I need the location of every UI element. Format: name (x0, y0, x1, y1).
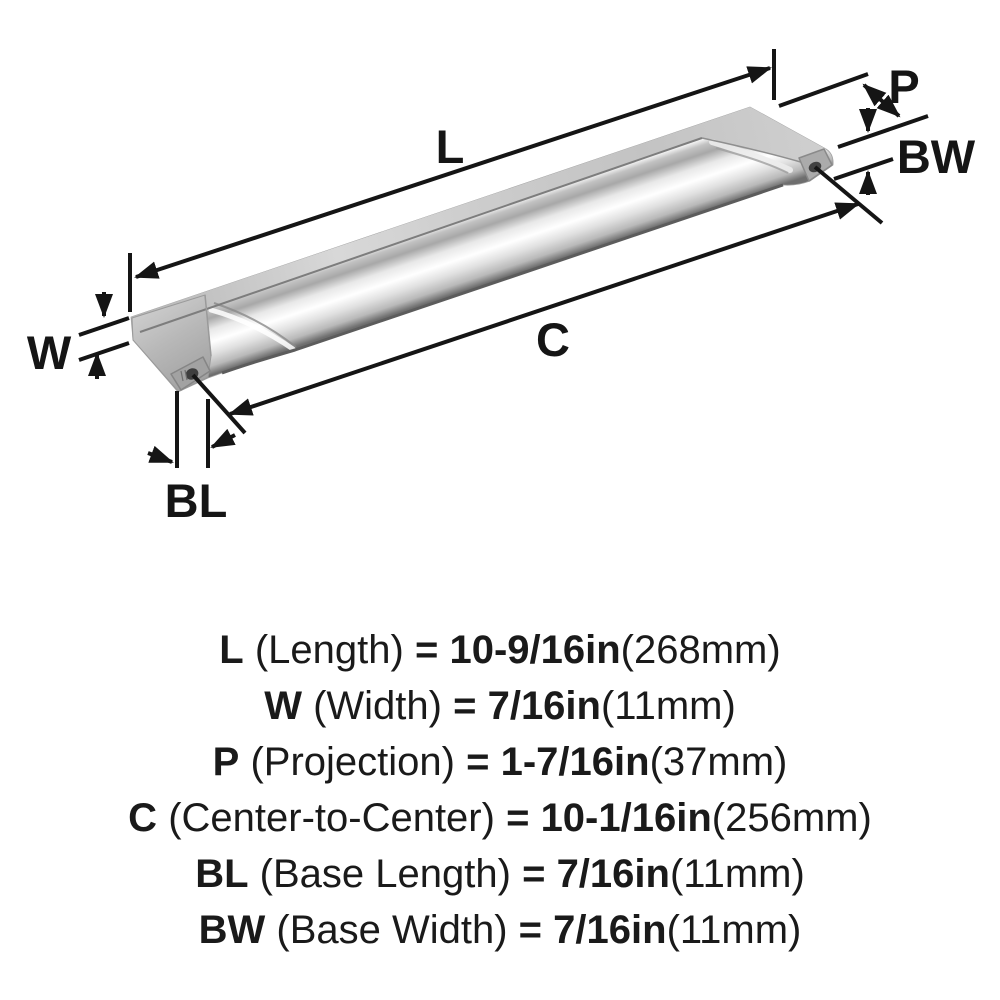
label-L: L (436, 120, 465, 173)
W-tick-upper (78, 316, 130, 337)
BW-line-lower (833, 157, 894, 181)
W-tick-lower (78, 341, 130, 362)
C-leader-right (813, 165, 884, 225)
spec-row-width: W (Width) = 7/16in(11mm) (0, 678, 1000, 734)
spec-equals: = (518, 908, 543, 952)
spec-value: 7/16in (556, 852, 670, 896)
spec-abbr: BW (198, 908, 266, 952)
spec-value: 10-9/16in (449, 628, 621, 672)
spec-row-center-to-center: C (Center-to-Center) = 10-1/16in(256mm) (0, 790, 1000, 846)
left-foot-right-edge (204, 294, 212, 357)
spec-value: 1-7/16in (500, 740, 650, 784)
spec-name: (Base Length) (259, 852, 511, 896)
spec-row-projection: P (Projection) = 1-7/16in(37mm) (0, 734, 1000, 790)
spec-equals: = (506, 796, 530, 840)
BW-line-upper (837, 114, 929, 149)
spec-name: (Width) (313, 684, 442, 728)
spec-abbr: W (264, 684, 302, 728)
label-P: P (888, 60, 919, 113)
spec-metric: (256mm) (711, 796, 872, 840)
spec-abbr: C (128, 796, 158, 840)
spec-equals: = (453, 684, 477, 728)
spec-name: (Center-to-Center) (168, 796, 495, 840)
spec-abbr: P (212, 740, 240, 784)
spec-value: 7/16in (487, 684, 601, 728)
spec-equals: = (522, 852, 546, 896)
spec-row-base-length: BL (Base Length) = 7/16in(11mm) (0, 846, 1000, 902)
C-leader-left (191, 373, 247, 435)
spec-value: 7/16in (553, 908, 667, 952)
spec-name: (Projection) (250, 740, 455, 784)
spec-metric: (11mm) (600, 684, 736, 728)
spec-equals: = (414, 628, 439, 672)
label-W: W (27, 326, 72, 379)
spec-name: (Base Width) (276, 908, 508, 952)
label-BL: BL (165, 474, 228, 527)
spec-metric: (268mm) (620, 628, 781, 672)
spec-value: 10-1/16in (540, 796, 712, 840)
spec-abbr: L (219, 628, 244, 672)
P-extension-line (778, 72, 869, 108)
spec-metric: (11mm) (669, 852, 805, 896)
C-dimension-line (228, 202, 860, 416)
P-dimension-arrow (862, 83, 901, 118)
BL-arrow-left (210, 428, 236, 449)
spec-metric: (11mm) (666, 908, 802, 952)
label-C: C (536, 313, 570, 366)
dimension-spec-list: L (Length) = 10-9/16in(268mm) W (Width) … (0, 622, 1000, 958)
spec-metric: (37mm) (649, 740, 788, 784)
spec-row-length: L (Length) = 10-9/16in(268mm) (0, 622, 1000, 678)
left-mold-mark (180, 369, 188, 382)
spec-name: (Length) (254, 628, 404, 672)
spec-abbr: BL (195, 852, 249, 896)
dimension-lines (78, 49, 929, 468)
BL-arrow-right (147, 445, 174, 464)
label-BW: BW (897, 130, 976, 183)
spec-row-base-width: BW (Base Width) = 7/16in(11mm) (0, 902, 1000, 958)
spec-equals: = (466, 740, 490, 784)
